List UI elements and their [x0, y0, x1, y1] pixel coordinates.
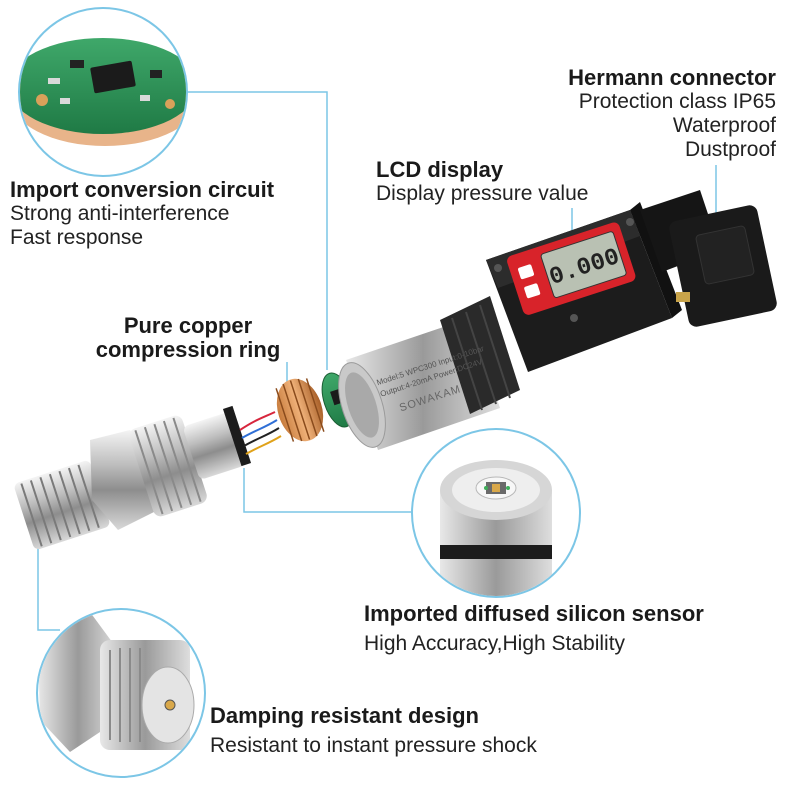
- callout-connector-line-2: Waterproof: [672, 114, 776, 137]
- sensor-core: [184, 405, 282, 479]
- callout-lines: [37, 91, 717, 631]
- callout-damping-line-1: Resistant to instant pressure shock: [210, 734, 537, 757]
- callout-connector-line-1: Protection class IP65: [578, 90, 776, 113]
- gland-nut: [440, 296, 520, 414]
- callout-connector: Hermann connector Protection class IP65 …: [568, 66, 776, 162]
- callout-connector-line-3: Dustproof: [684, 138, 776, 161]
- callout-damping: Damping resistant design Resistant to in…: [210, 704, 537, 758]
- callout-damping-title: Damping resistant design: [210, 703, 479, 728]
- callout-circuit-line-2: Fast response: [10, 226, 144, 249]
- callout-sensor-title: Imported diffused silicon sensor: [364, 601, 704, 626]
- sensor-inset: [411, 428, 581, 598]
- callout-lcd-title: LCD display: [376, 157, 504, 182]
- callout-sensor-line-1: High Accuracy,High Stability: [364, 632, 626, 655]
- callout-circuit: Import conversion circuit Strong anti-in…: [10, 178, 274, 250]
- callout-connector-title: Hermann connector: [568, 65, 776, 90]
- copper-ring: [275, 378, 325, 442]
- damping-inset: [36, 608, 206, 778]
- callout-sensor: Imported diffused silicon sensor High Ac…: [364, 602, 704, 656]
- circuit-board-inset: [18, 7, 188, 177]
- callout-circuit-line-1: Strong anti-interference: [10, 202, 230, 225]
- pressure-port-fitting: [14, 415, 207, 550]
- lcd-panel: 0.000: [507, 222, 636, 315]
- callout-lcd-line-1: Display pressure value: [376, 182, 589, 205]
- callout-ring: Pure copper compression ring: [80, 314, 296, 362]
- callout-lcd: LCD display Display pressure value: [376, 158, 588, 206]
- callout-ring-title-1: Pure copper: [123, 313, 253, 338]
- hermann-connector: [640, 190, 777, 327]
- callout-ring-title-2: compression ring: [95, 337, 281, 362]
- callout-circuit-title: Import conversion circuit: [10, 177, 275, 202]
